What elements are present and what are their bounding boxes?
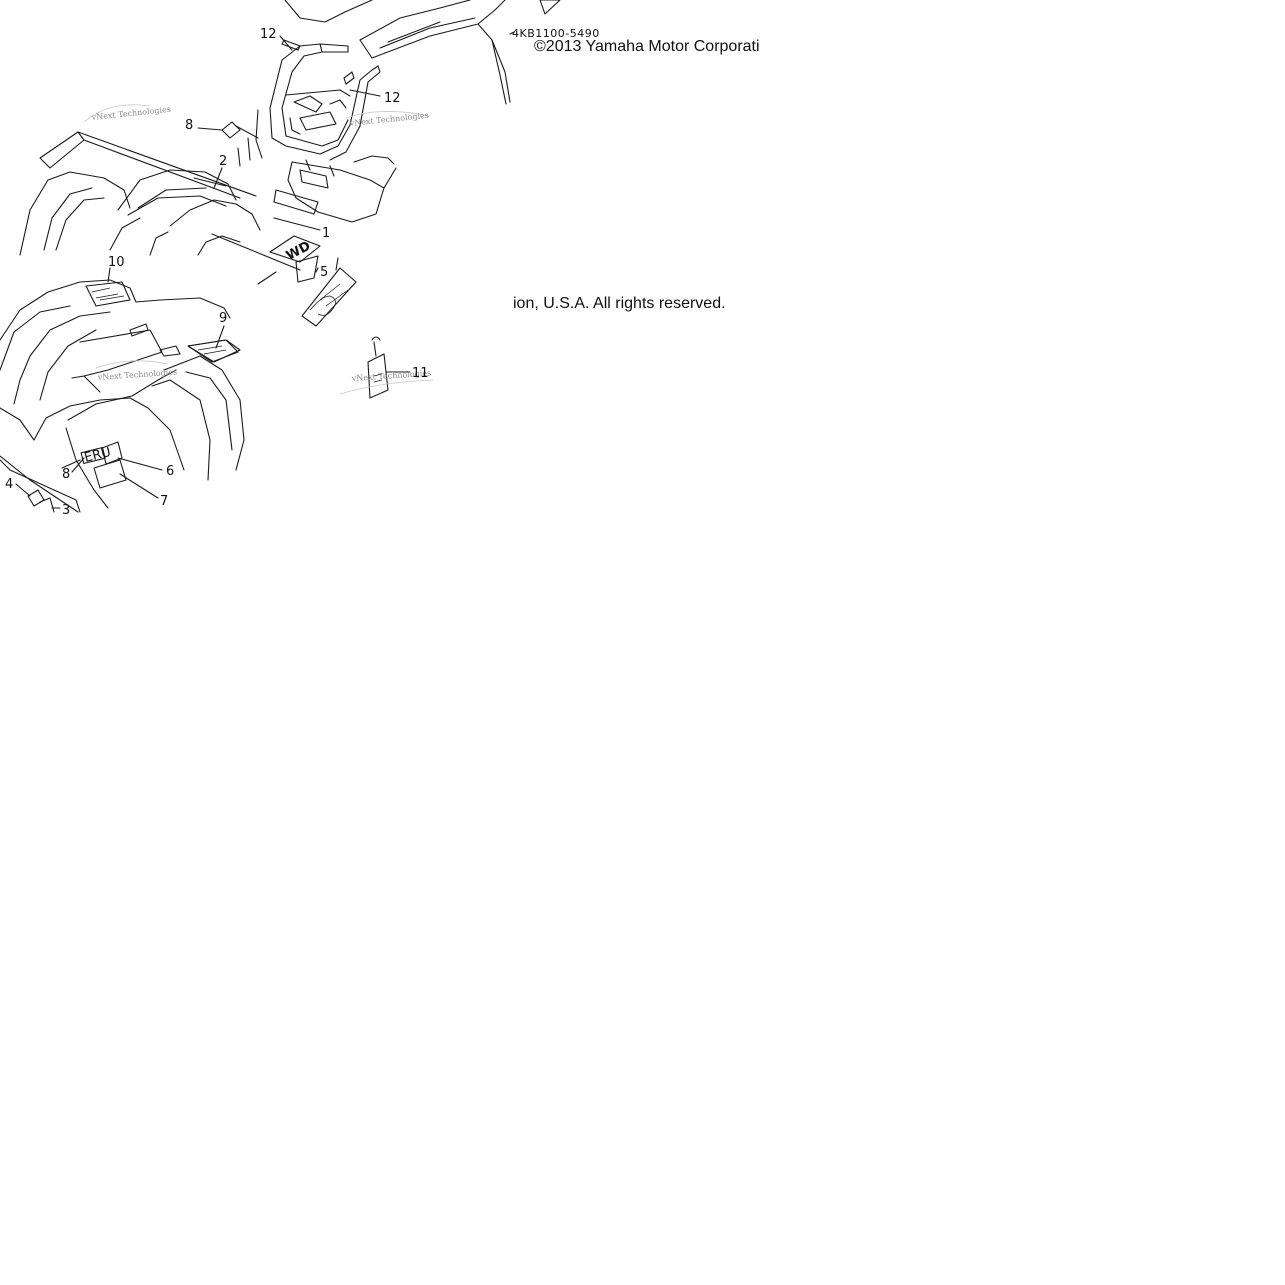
label-12 [281, 39, 355, 85]
watermark-ghosts [83, 104, 435, 395]
decal-5-fwd: WD [269, 235, 321, 283]
copyright-line-1: ©2013 Yamaha Motor Corporati [534, 38, 760, 55]
watermark-2: vNext Technologies [348, 111, 429, 128]
watermark-1: vNext Technologies [90, 105, 171, 122]
callout-10: 10 [108, 255, 125, 270]
callout-3: 3 [62, 503, 70, 518]
callout-9: 9 [219, 311, 227, 326]
callout-6: 6 [166, 464, 174, 479]
callout-12-right: 12 [384, 91, 401, 106]
decal-8-lower: ERU [80, 445, 112, 466]
callout-1: 1 [322, 226, 330, 241]
copyright-line-2: ion, U.S.A. All rights reserved. [513, 295, 726, 312]
decal-10 [85, 281, 131, 307]
diagram-part-number: 4KB1100-5490 [512, 27, 600, 40]
rear-fender-upper [19, 169, 261, 256]
callout-8-lower: 8 [62, 467, 70, 482]
callout-4: 4 [5, 477, 13, 492]
front-guard [273, 155, 397, 223]
label-signature [301, 267, 357, 327]
decal-3-4 [0, 459, 81, 513]
callout-8-upper: 8 [185, 118, 193, 133]
callout-11: 11 [412, 366, 429, 381]
svg-text:WD: WD [284, 239, 313, 264]
callout-2: 2 [219, 154, 227, 169]
leader-lines [15, 31, 515, 509]
front-carrier-assembly [237, 43, 381, 167]
labels-6-7 [93, 441, 127, 489]
callout-12-upper: 12 [260, 27, 277, 42]
callout-5: 5 [320, 265, 328, 280]
front-fender [284, 0, 561, 105]
hang-tag-11 [367, 336, 389, 399]
rear-fender-lower [0, 279, 245, 513]
callout-7: 7 [160, 494, 168, 509]
decal-8-upper [221, 121, 241, 139]
decal-9 [187, 339, 239, 363]
